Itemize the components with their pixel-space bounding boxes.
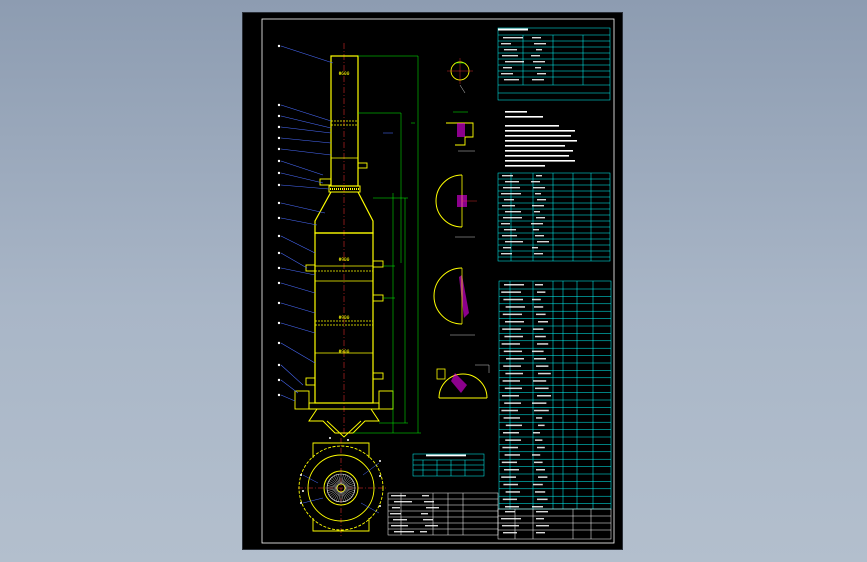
drawing-sheet: Φ600 Φ900 Φ900 Φ900 — [243, 13, 622, 549]
dim-label-top: Φ600 — [339, 71, 350, 77]
cad-drawing: Φ600 Φ900 Φ900 Φ900 — [261, 18, 615, 544]
sheet-border — [261, 18, 615, 544]
parts-list — [498, 280, 612, 510]
illegible-annotation-marks — [390, 28, 551, 534]
dim-label-upper: Φ900 — [339, 257, 350, 263]
vertical-dimensions — [353, 55, 421, 434]
dim-label-lower: Φ900 — [339, 349, 350, 355]
plan-view — [298, 437, 388, 538]
main-vessel-view: Φ600 Φ900 Φ900 Φ900 — [294, 43, 394, 438]
nozzle-schedule-table — [412, 453, 485, 477]
nozzle-table — [497, 172, 611, 262]
technical-requirements-text — [505, 111, 577, 167]
part-leaders — [280, 45, 393, 402]
detail-views — [433, 58, 490, 399]
dim-label-middle: Φ900 — [339, 315, 350, 321]
design-data-table — [497, 27, 611, 101]
title-block — [497, 508, 612, 540]
part-balloons — [277, 44, 281, 397]
revision-table — [387, 492, 499, 536]
